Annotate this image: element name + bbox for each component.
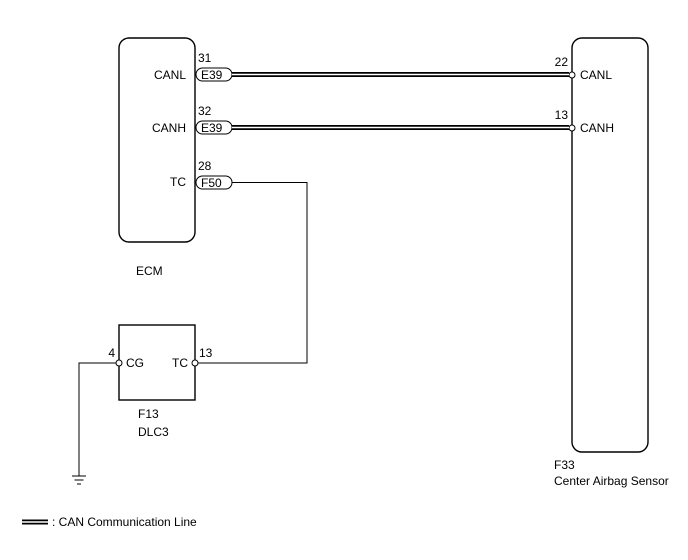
dlc3-pin-cg-terminal [115, 359, 123, 367]
airbag-pin-canl-terminal [568, 71, 576, 79]
ecm-connector-canh-label: E39 [201, 121, 223, 135]
airbag-pin-canl-number: 22 [555, 55, 569, 69]
ecm-pin-canh-name: CANH [152, 121, 186, 135]
dlc3-pin-cg-name: CG [126, 356, 144, 370]
ground-icon [72, 475, 86, 485]
ecm-pin-tc-number: 28 [198, 159, 212, 173]
airbag-sensor-code: F33 [554, 458, 575, 472]
dlc3-pin-tc-name: TC [172, 356, 188, 370]
dlc3-pin-tc-number: 13 [199, 346, 213, 360]
airbag-pin-canh-number: 13 [555, 108, 569, 122]
dlc3-pin-cg-number: 4 [108, 346, 115, 360]
airbag-pin-canh-name: CANH [580, 121, 614, 135]
airbag-sensor-box [571, 37, 649, 453]
ecm-pin-canh-number: 32 [198, 104, 212, 118]
ecm-box [118, 37, 196, 243]
dlc3-box [118, 324, 196, 401]
ecm-pin-canl-name: CANL [154, 68, 186, 82]
dlc3-code: F13 [138, 407, 159, 421]
ground-wire [78, 362, 116, 476]
tc-wire [198, 182, 308, 364]
ecm-label: ECM [136, 264, 163, 278]
airbag-sensor-label: Center Airbag Sensor [554, 474, 669, 488]
ecm-pin-canl-number: 31 [198, 51, 212, 65]
dlc3-component: F13 DLC3 CG 4 TC 13 [108, 324, 213, 439]
dlc3-pin-tc-terminal [191, 359, 199, 367]
airbag-sensor-component: F33 Center Airbag Sensor 22 CANL 13 CANH [554, 37, 669, 488]
airbag-pin-canl-name: CANL [580, 68, 612, 82]
airbag-pin-canh-terminal [568, 124, 576, 132]
legend: : CAN Communication Line [22, 515, 197, 529]
dlc3-label: DLC3 [138, 425, 169, 439]
legend-text: : CAN Communication Line [52, 515, 197, 529]
ecm-component: ECM CANL 31 E39 CANH 32 E39 TC 28 F50 [118, 37, 233, 278]
ecm-connector-canl-label: E39 [201, 68, 223, 82]
ecm-pin-tc-name: TC [170, 175, 186, 189]
ecm-connector-tc-label: F50 [201, 176, 222, 190]
